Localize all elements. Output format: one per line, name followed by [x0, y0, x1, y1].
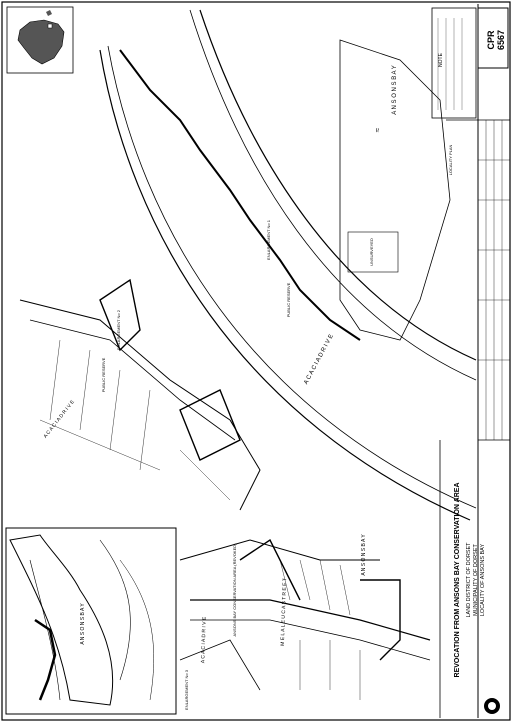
bay-water-symbol: ≈ — [373, 127, 382, 132]
state-emblem — [484, 698, 500, 714]
public-reserve-left: PUBLIC RESERVE — [101, 357, 106, 392]
tasmania-locality-inset — [6, 6, 74, 74]
acacia-drive-lower-label: A C A C I A D R I V E — [200, 616, 208, 663]
acacia-drive-left-label: A C A C I A D R I V E — [43, 399, 77, 440]
inset-bay-label: A N S O N S B A Y — [80, 603, 86, 645]
locality-plan-label: LOCALITY PLAN — [448, 144, 453, 175]
locality: LOCALITY OF ANSONS BAY — [480, 544, 486, 617]
conservation-area-label: ANSONS BAY CONSERVATION AREA (REVOKED) — [232, 543, 237, 637]
ansons-bay-lower-label: A N S O N S B A Y — [361, 534, 367, 576]
enlargement-2-label: ENLARGEMENT No 2 — [116, 309, 121, 350]
road-boundary-inner — [107, 45, 477, 509]
main-title: REVOCATION FROM ANSONS BAY CONSERVATION … — [454, 483, 461, 678]
melaleuca-street-edge-2 — [190, 619, 431, 661]
enlargement-parcel-lower — [179, 389, 241, 461]
inset-development-area — [34, 618, 57, 701]
notes-title: NOTE — [438, 52, 444, 67]
unsurveyed-parcel — [347, 231, 399, 273]
detail-inset-map: A N S O N S B A Y — [5, 527, 177, 715]
main-plan-linework: UNSURVEYED — [99, 9, 477, 521]
public-reserve-main: PUBLIC RESERVE — [286, 282, 291, 317]
island-shape — [46, 10, 52, 16]
plan-number: 6567 — [496, 30, 506, 50]
ansons-bay-top-label: A N S O N S B A Y — [392, 65, 398, 115]
notes-box — [431, 7, 477, 119]
unsurveyed-label: UNSURVEYED — [369, 238, 374, 266]
enlargement-parcel-top — [99, 278, 141, 352]
municipality: MUNICIPALITY OF DORSET — [473, 544, 479, 616]
enlargement-1-label: ENLARGEMENT No 1 — [266, 219, 271, 260]
shoreline-main — [199, 9, 477, 361]
road-boundary-outer — [99, 49, 471, 521]
revoked-area-boundary — [119, 49, 361, 341]
enlargement-3-label: ENLARGEMENT No 3 — [184, 669, 189, 710]
conservation-boundary-lower — [179, 539, 380, 561]
tasmania-outline — [17, 19, 65, 65]
melaleuca-street-edge-1 — [190, 599, 431, 641]
site-marker — [47, 23, 53, 29]
shoreline-inner — [189, 9, 477, 381]
inset-shoreline — [9, 534, 114, 706]
plan-code: CPR — [486, 30, 496, 50]
land-district: LAND DISTRICT OF DORSET — [466, 542, 472, 618]
title-block: NOTE CPR 6567 — [431, 4, 510, 718]
melaleuca-street-label: M E L A L E U C A S T R E E T — [280, 578, 288, 646]
water-boundary — [339, 39, 451, 341]
plan-number-box — [477, 7, 509, 69]
lower-subdivision: M E L A L E U C A S T R E E T A C A C I … — [179, 534, 431, 710]
acacia-drive-left-edge — [19, 299, 261, 511]
acacia-drive-main-label: A C A C I A D R I V E — [303, 334, 334, 386]
